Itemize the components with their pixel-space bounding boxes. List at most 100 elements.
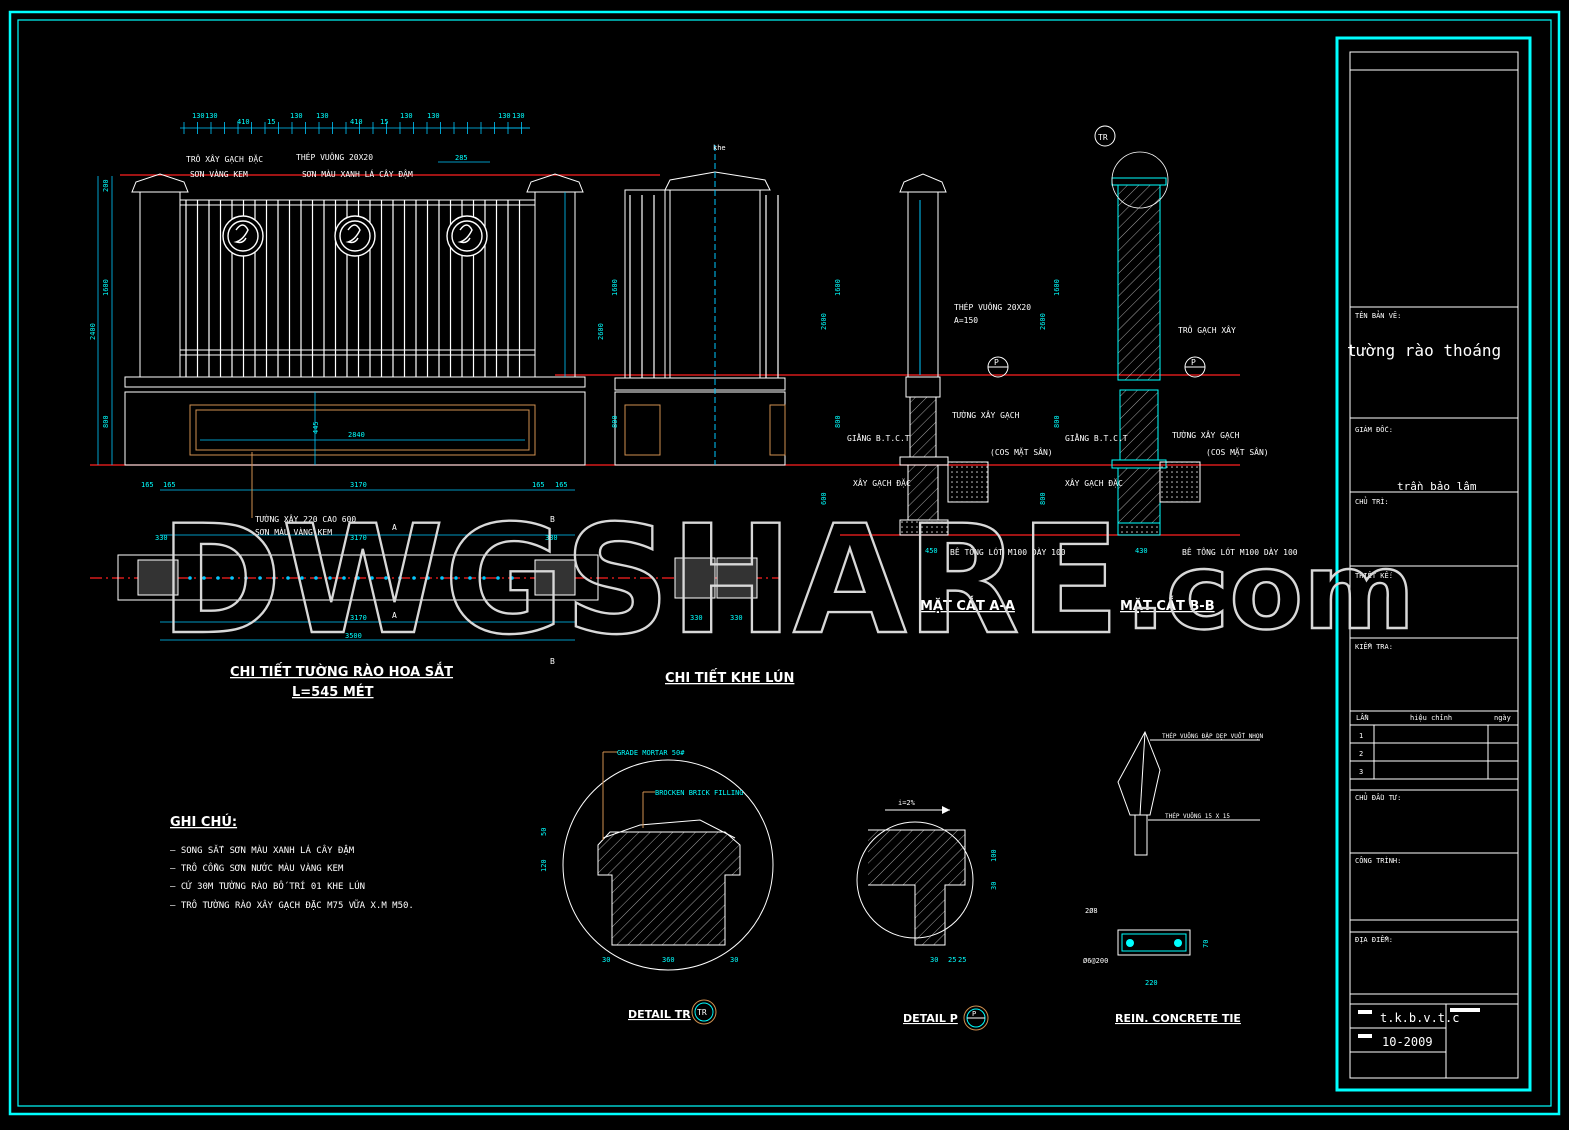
- spear-head: [1117, 730, 1260, 856]
- plan-dot: [258, 576, 262, 580]
- marker-tr-text: TR: [697, 1008, 707, 1017]
- plan-dot: [440, 576, 444, 580]
- dim-text: 2840: [348, 431, 365, 439]
- dim-text: 1600: [1053, 279, 1061, 296]
- marker-khe: khe: [713, 144, 726, 152]
- dim-text: 410: [237, 118, 250, 126]
- dim-text: 600: [820, 492, 828, 505]
- plan-dot: [510, 576, 514, 580]
- dim-text: 800: [834, 415, 842, 428]
- label-bb-wall: TƯỜNG XÂY GẠCH: [1172, 429, 1240, 440]
- dim-text: 130: [400, 112, 413, 120]
- tb-thiet-ke-label: THIẾT KẾ:: [1355, 571, 1393, 580]
- dim-text: 800: [611, 415, 619, 428]
- plan-dot: [412, 576, 416, 580]
- tb-chu-dau-tu-label: CHỦ ĐẦU TƯ:: [1355, 793, 1401, 802]
- detail-tr: [562, 751, 774, 971]
- plan-dot: [314, 576, 318, 580]
- dim-text: 1600: [611, 279, 619, 296]
- dim-text: 450: [925, 547, 938, 555]
- label-bb-ground: (COS MẶT SÂN): [1206, 446, 1269, 457]
- spear-texts: THÉP VUÔNG ĐẬP DẸP VUỐT NHỌN THÉP VUÔNG …: [1162, 732, 1264, 820]
- dim-text: 220: [1145, 979, 1158, 987]
- cut-markers: A A B B: [392, 515, 555, 666]
- concrete-tie-title: REIN. CONCRETE TIE: [1115, 1012, 1241, 1025]
- section-aa-texts: THÉP VUÔNG 20X20 A=150 TƯỜNG XÂY GẠCH GI…: [820, 279, 1066, 557]
- plan-dot: [342, 576, 346, 580]
- dim-text: 130: [427, 112, 440, 120]
- label-aa-wall: TƯỜNG XÂY GẠCH: [952, 409, 1020, 420]
- note-item: — TRÔ CỔNG SƠN NƯỚC MÀU VÀNG KEM: [170, 862, 344, 874]
- dim-text: 3500: [345, 632, 362, 640]
- dim-text: 3170: [350, 614, 367, 622]
- label-plinth-paint: SƠN MÀU VÀNG KEM: [255, 526, 332, 537]
- dim-text: 130: [498, 112, 511, 120]
- label-slope: i=2%: [898, 799, 916, 807]
- detail-tr-title: DETAIL TR: [628, 1008, 691, 1021]
- dim-text: 130: [290, 112, 303, 120]
- dim-text: 165: [555, 481, 568, 489]
- title-block: TÊN BẢN VẼ: tường rào thoáng GIÁM ĐỐC: t…: [1335, 36, 1532, 1092]
- dim-text: 70: [1202, 940, 1210, 948]
- note-item: — CỨ 30M TƯỜNG RÀO BỐ TRÍ 01 KHE LÚN: [170, 880, 365, 892]
- detail-tr-texts: GRADE MORTAR 50# BROCKEN BRICK FILLING 3…: [540, 749, 744, 964]
- concrete-tie: [1117, 929, 1191, 956]
- dim-text: 3170: [350, 481, 367, 489]
- label-rebar-top: 2Ø8: [1085, 907, 1098, 915]
- plan-dot: [426, 576, 430, 580]
- dim-text: 25: [958, 956, 966, 964]
- watermark-main: DWGSHARE: [160, 494, 1120, 668]
- dim-text: 2400: [89, 323, 97, 340]
- detail-p: [856, 806, 974, 946]
- plan-dot: [286, 576, 290, 580]
- marker-a-text: A: [392, 523, 397, 532]
- dim-text: 330: [155, 534, 168, 542]
- plan-dot: [356, 576, 360, 580]
- marker-p-text: P: [1191, 358, 1196, 367]
- tb-chu-tri-label: CHỦ TRÌ:: [1355, 497, 1389, 506]
- dim-text: 130: [205, 112, 218, 120]
- dim-text: 410: [350, 118, 363, 126]
- plan-dot: [188, 576, 192, 580]
- tb-dia-diem-label: ĐỊA ĐIỂM:: [1355, 935, 1393, 944]
- dim-text: 130: [512, 112, 525, 120]
- label-aa-tube: THÉP VUÔNG 20X20: [954, 301, 1031, 312]
- tb-date: 10-2009: [1382, 1035, 1433, 1049]
- dim-text: 200: [102, 179, 110, 192]
- joint-bars: [629, 195, 779, 378]
- dim-text: 165: [141, 481, 154, 489]
- marker-p-text: P: [972, 1010, 976, 1018]
- dim-text: 800: [102, 415, 110, 428]
- dim-text: 165: [163, 481, 176, 489]
- fence-labels: TRÔ XÂY GẠCH ĐẶC SƠN VÀNG KEM THÉP VUÔNG…: [186, 151, 413, 537]
- fence-dim-texts: 130 130 410 15 130 130 410 15 130 130 13…: [89, 112, 568, 640]
- label-grade-mortar: GRADE MORTAR 50#: [617, 749, 685, 757]
- plan-dots: [188, 576, 514, 580]
- plan-dot: [272, 576, 276, 580]
- tb-rev-row-3: 3: [1359, 768, 1363, 776]
- section-bb-title: MẶT CẮT B-B: [1120, 597, 1215, 614]
- label-fence-post: TRÔ XÂY GẠCH ĐẶC: [186, 153, 263, 164]
- fence-length: L=545 MÉT: [292, 684, 374, 700]
- joint-title: CHI TIẾT KHE LÚN: [665, 669, 794, 686]
- plan-dot: [384, 576, 388, 580]
- dim-text: 15: [380, 118, 388, 126]
- dim-text: 2600: [1039, 313, 1047, 330]
- dim-text: 430: [1135, 547, 1148, 555]
- marker-p-text: P: [994, 358, 999, 367]
- label-fence-tube-paint: SƠN MÀU XANH LÁ CÂY ĐẬM: [302, 168, 413, 179]
- detail-tr-marker: TR: [691, 999, 717, 1025]
- dim-text: 3170: [350, 534, 367, 542]
- label-aa-lean: BÊ TÔNG LÓT M100 DÀY 100: [950, 546, 1066, 557]
- label-fence-tube: THÉP VUÔNG 20X20: [296, 151, 373, 162]
- label-bb-beam: GIẰNG B.T.C.T: [1065, 432, 1128, 443]
- dim-text: 2600: [820, 313, 828, 330]
- notes-heading: GHI CHÚ:: [170, 814, 237, 830]
- fence-title: CHI TIẾT TƯỜNG RÀO HOA SẮT: [230, 663, 453, 680]
- plan-dot: [300, 576, 304, 580]
- section-aa-title: MẶT CẮT A-A: [920, 597, 1015, 614]
- marker-tr-text: TR: [1098, 133, 1108, 142]
- plan-dot: [496, 576, 500, 580]
- plan-dot: [328, 576, 332, 580]
